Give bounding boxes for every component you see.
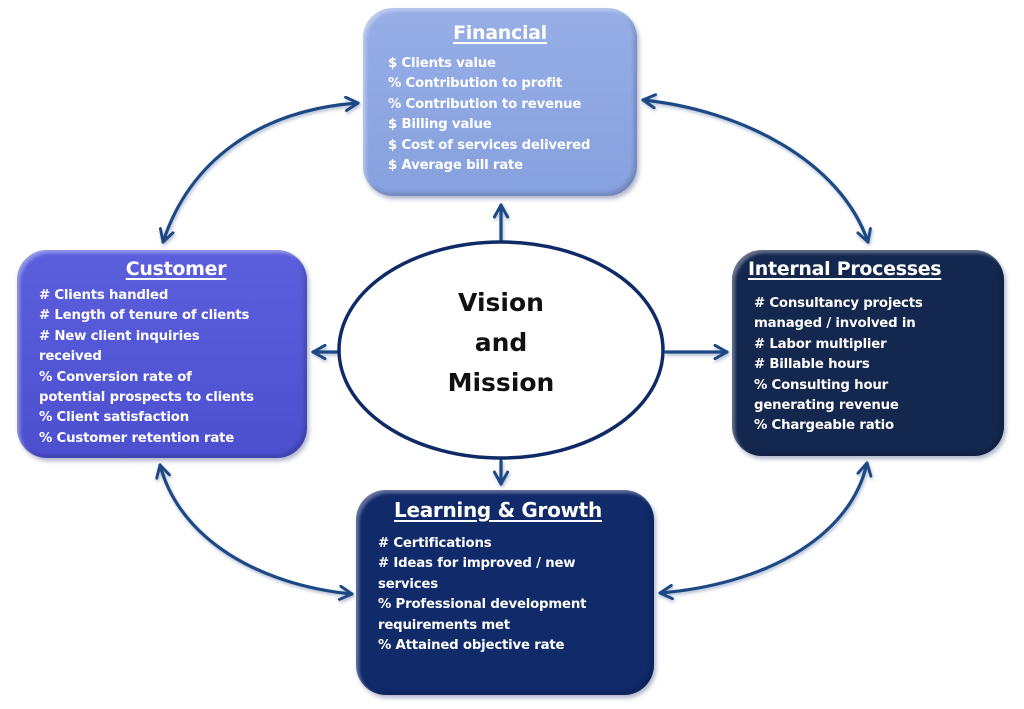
arrow-financial-customer [163, 103, 360, 244]
metric-item: % Attained objective rate [378, 638, 565, 654]
metric-item: # Consultancy projects [754, 296, 923, 311]
internal-processes-box: Internal Processes # Consultancy project… [732, 250, 1004, 456]
customer-title: Customer [125, 258, 227, 280]
center-line: Mission [447, 368, 555, 397]
metric-item: # Length of tenure of clients [39, 308, 250, 324]
metric-item: % Conversion rate of [39, 369, 192, 385]
financial-metrics: $ Clients value % Contribution to profit… [388, 54, 637, 176]
arrow-internal-learning [658, 461, 867, 593]
metric-item: # Clients handled [39, 288, 169, 303]
metric-item: % Consulting hour [754, 377, 889, 393]
metric-item: % Contribution to revenue [388, 96, 582, 112]
metric-item: services [378, 576, 438, 592]
arrow-financial-internal [641, 100, 868, 244]
financial-title: Financial [453, 22, 547, 44]
metric-item: received [39, 349, 102, 365]
customer-box: Customer # Clients handled # Length of t… [17, 250, 307, 458]
financial-box: Financial $ Clients value % Contribution… [363, 8, 637, 196]
metric-item: # Ideas for improved / new [378, 556, 576, 572]
metric-item: generating revenue [754, 398, 899, 414]
metric-item: $ Clients value [388, 56, 496, 71]
learning-growth-metrics: # Certifications # Ideas for improved / … [378, 534, 654, 656]
metric-item: % Customer retention rate [39, 430, 235, 446]
metric-item: $ Average bill rate [388, 158, 524, 174]
metric-item: # Labor multiplier [754, 336, 887, 352]
metric-item: $ Billing value [388, 117, 492, 133]
vision-mission-label: Vision and Mission [336, 283, 666, 403]
metric-item: % Chargeable ratio [754, 418, 894, 434]
learning-growth-title: Learning & Growth [394, 498, 602, 522]
vision-mission-ellipse [337, 240, 665, 460]
center-line: and [474, 328, 528, 357]
metric-item: # New client inquiries [39, 328, 200, 344]
metric-item: # Certifications [378, 536, 492, 551]
metric-item: # Billable hours [754, 357, 870, 373]
metric-item: requirements met [378, 617, 510, 633]
arrow-customer-learning [160, 463, 354, 594]
internal-processes-title: Internal Processes [748, 258, 942, 280]
customer-metrics: # Clients handled # Length of tenure of … [39, 286, 307, 449]
metric-item: % Contribution to profit [388, 76, 563, 92]
metric-item: $ Cost of services delivered [388, 137, 591, 153]
learning-growth-box: Learning & Growth # Certifications # Ide… [356, 490, 654, 695]
internal-processes-metrics: # Consultancy projects managed / involve… [754, 294, 1004, 437]
metric-item: potential prospects to clients [39, 390, 254, 406]
metric-item: % Client satisfaction [39, 410, 189, 426]
metric-item: % Professional development [378, 597, 587, 613]
center-line: Vision [458, 288, 544, 317]
metric-item: managed / involved in [754, 316, 916, 332]
